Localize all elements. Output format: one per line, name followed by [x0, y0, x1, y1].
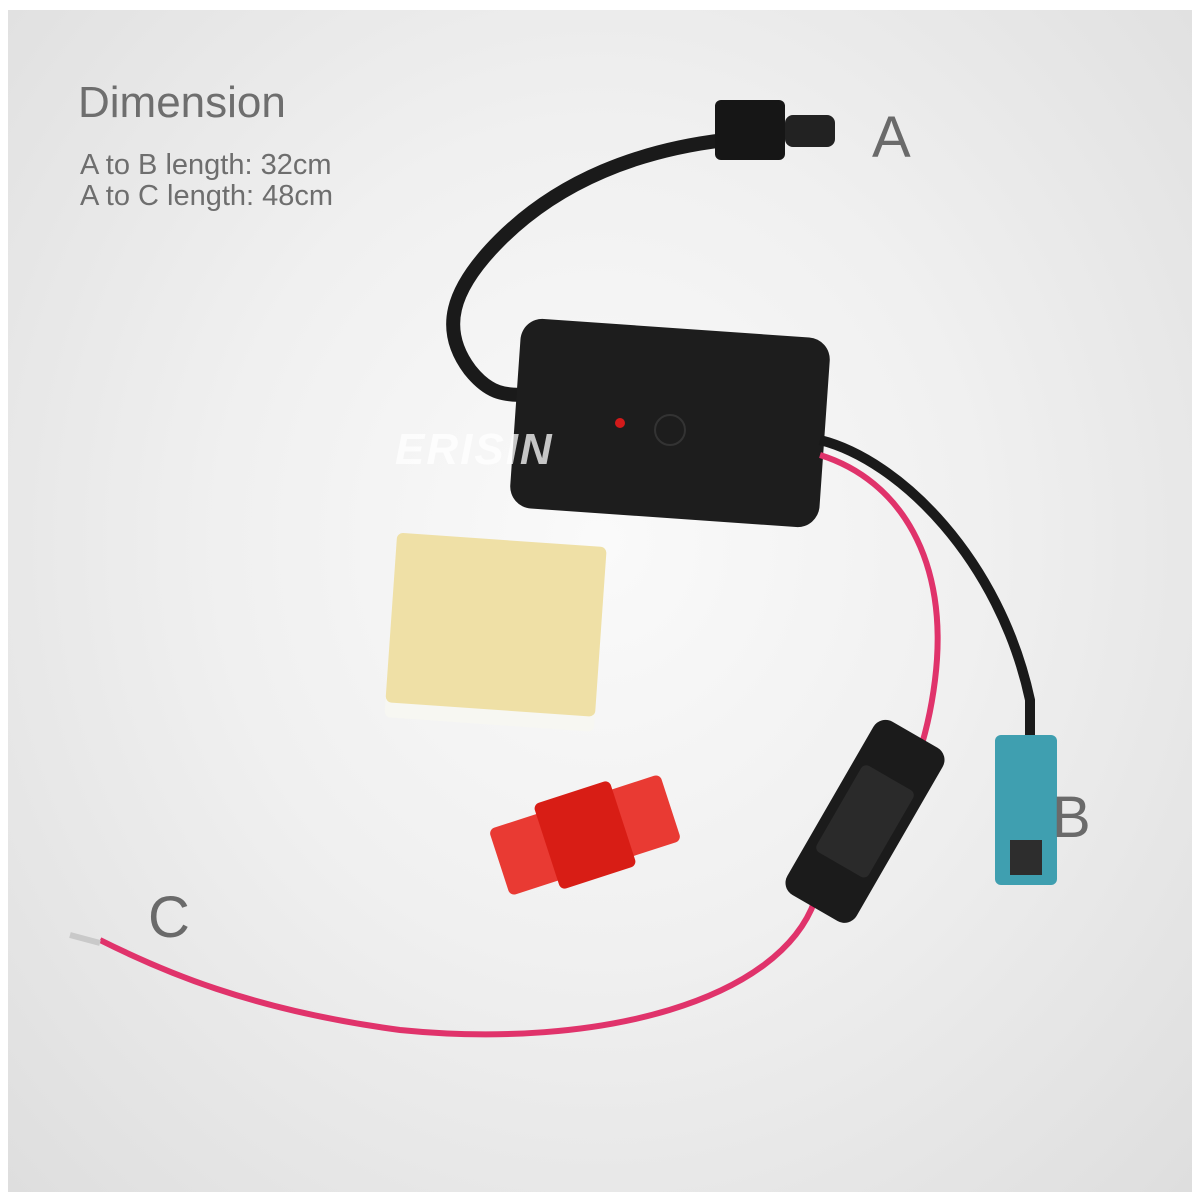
splice-connector	[490, 775, 680, 895]
dimension-heading: Dimension	[78, 78, 286, 127]
dimension-a-to-b: A to B length: 32cm	[80, 149, 332, 181]
label-a: A	[872, 105, 911, 170]
adhesive-pad	[384, 532, 607, 732]
dimension-a-to-c: A to C length: 48cm	[80, 180, 334, 212]
led-indicator	[615, 418, 625, 428]
amplifier-box	[510, 318, 830, 528]
cable-b	[818, 435, 1035, 740]
fuse-holder	[785, 719, 945, 923]
label-b: B	[1052, 785, 1091, 850]
label-c: C	[148, 885, 190, 950]
cable-a	[446, 133, 732, 402]
brand-watermark: ERISIN	[395, 425, 554, 474]
connector-a	[715, 100, 785, 160]
